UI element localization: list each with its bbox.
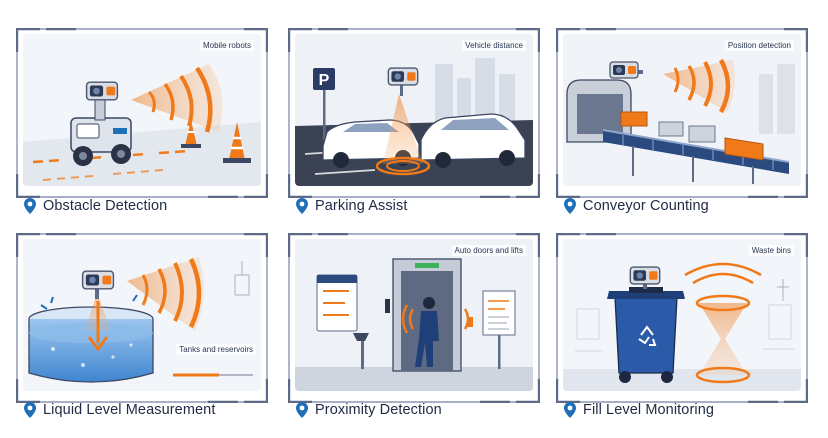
card-fill-level[interactable]: Waste bins [556,233,808,403]
card-conveyor-counting[interactable]: Position detection [556,28,808,198]
location-pin-icon [24,198,36,214]
caption-parking-assist: Parking Assist [296,196,407,216]
caption-label: Proximity Detection [315,402,442,418]
location-pin-icon [296,198,308,214]
card-liquid-level[interactable]: Tanks and reservoirs [16,233,268,403]
liquid-level-illustration [23,239,261,391]
location-pin-icon [296,402,308,418]
card-tag: Vehicle distance [462,40,526,51]
location-pin-icon [564,402,576,418]
card-tag: Waste bins [748,245,794,256]
proximity-detection-illustration [295,239,533,391]
caption-label: Parking Assist [315,198,408,214]
caption-liquid-level: Liquid Level Measurement [24,400,215,420]
parking-assist-illustration: P [295,34,533,186]
fill-level-illustration [563,239,801,391]
card-proximity-detection[interactable]: Auto doors and lifts [288,233,540,403]
card-parking-assist[interactable]: P Vehicle distance [288,28,540,198]
svg-text:P: P [319,72,330,89]
card-tag: Position detection [724,40,794,51]
caption-fill-level: Fill Level Monitoring [564,400,714,420]
caption-obstacle-detection: Obstacle Detection [24,196,167,216]
caption-label: Conveyor Counting [583,198,709,214]
card-tag: Auto doors and lifts [451,245,526,256]
caption-label: Liquid Level Measurement [43,402,216,418]
caption-label: Fill Level Monitoring [583,402,715,418]
card-obstacle-detection[interactable]: Mobile robots [16,28,268,198]
card-tag: Mobile robots [199,40,254,51]
caption-conveyor-counting: Conveyor Counting [564,196,709,216]
caption-proximity-detection: Proximity Detection [296,400,442,420]
location-pin-icon [24,402,36,418]
location-pin-icon [564,198,576,214]
conveyor-counting-illustration [563,34,801,186]
obstacle-detection-illustration [23,34,261,186]
card-tag: Tanks and reservoirs [176,344,256,355]
caption-label: Obstacle Detection [43,198,168,214]
